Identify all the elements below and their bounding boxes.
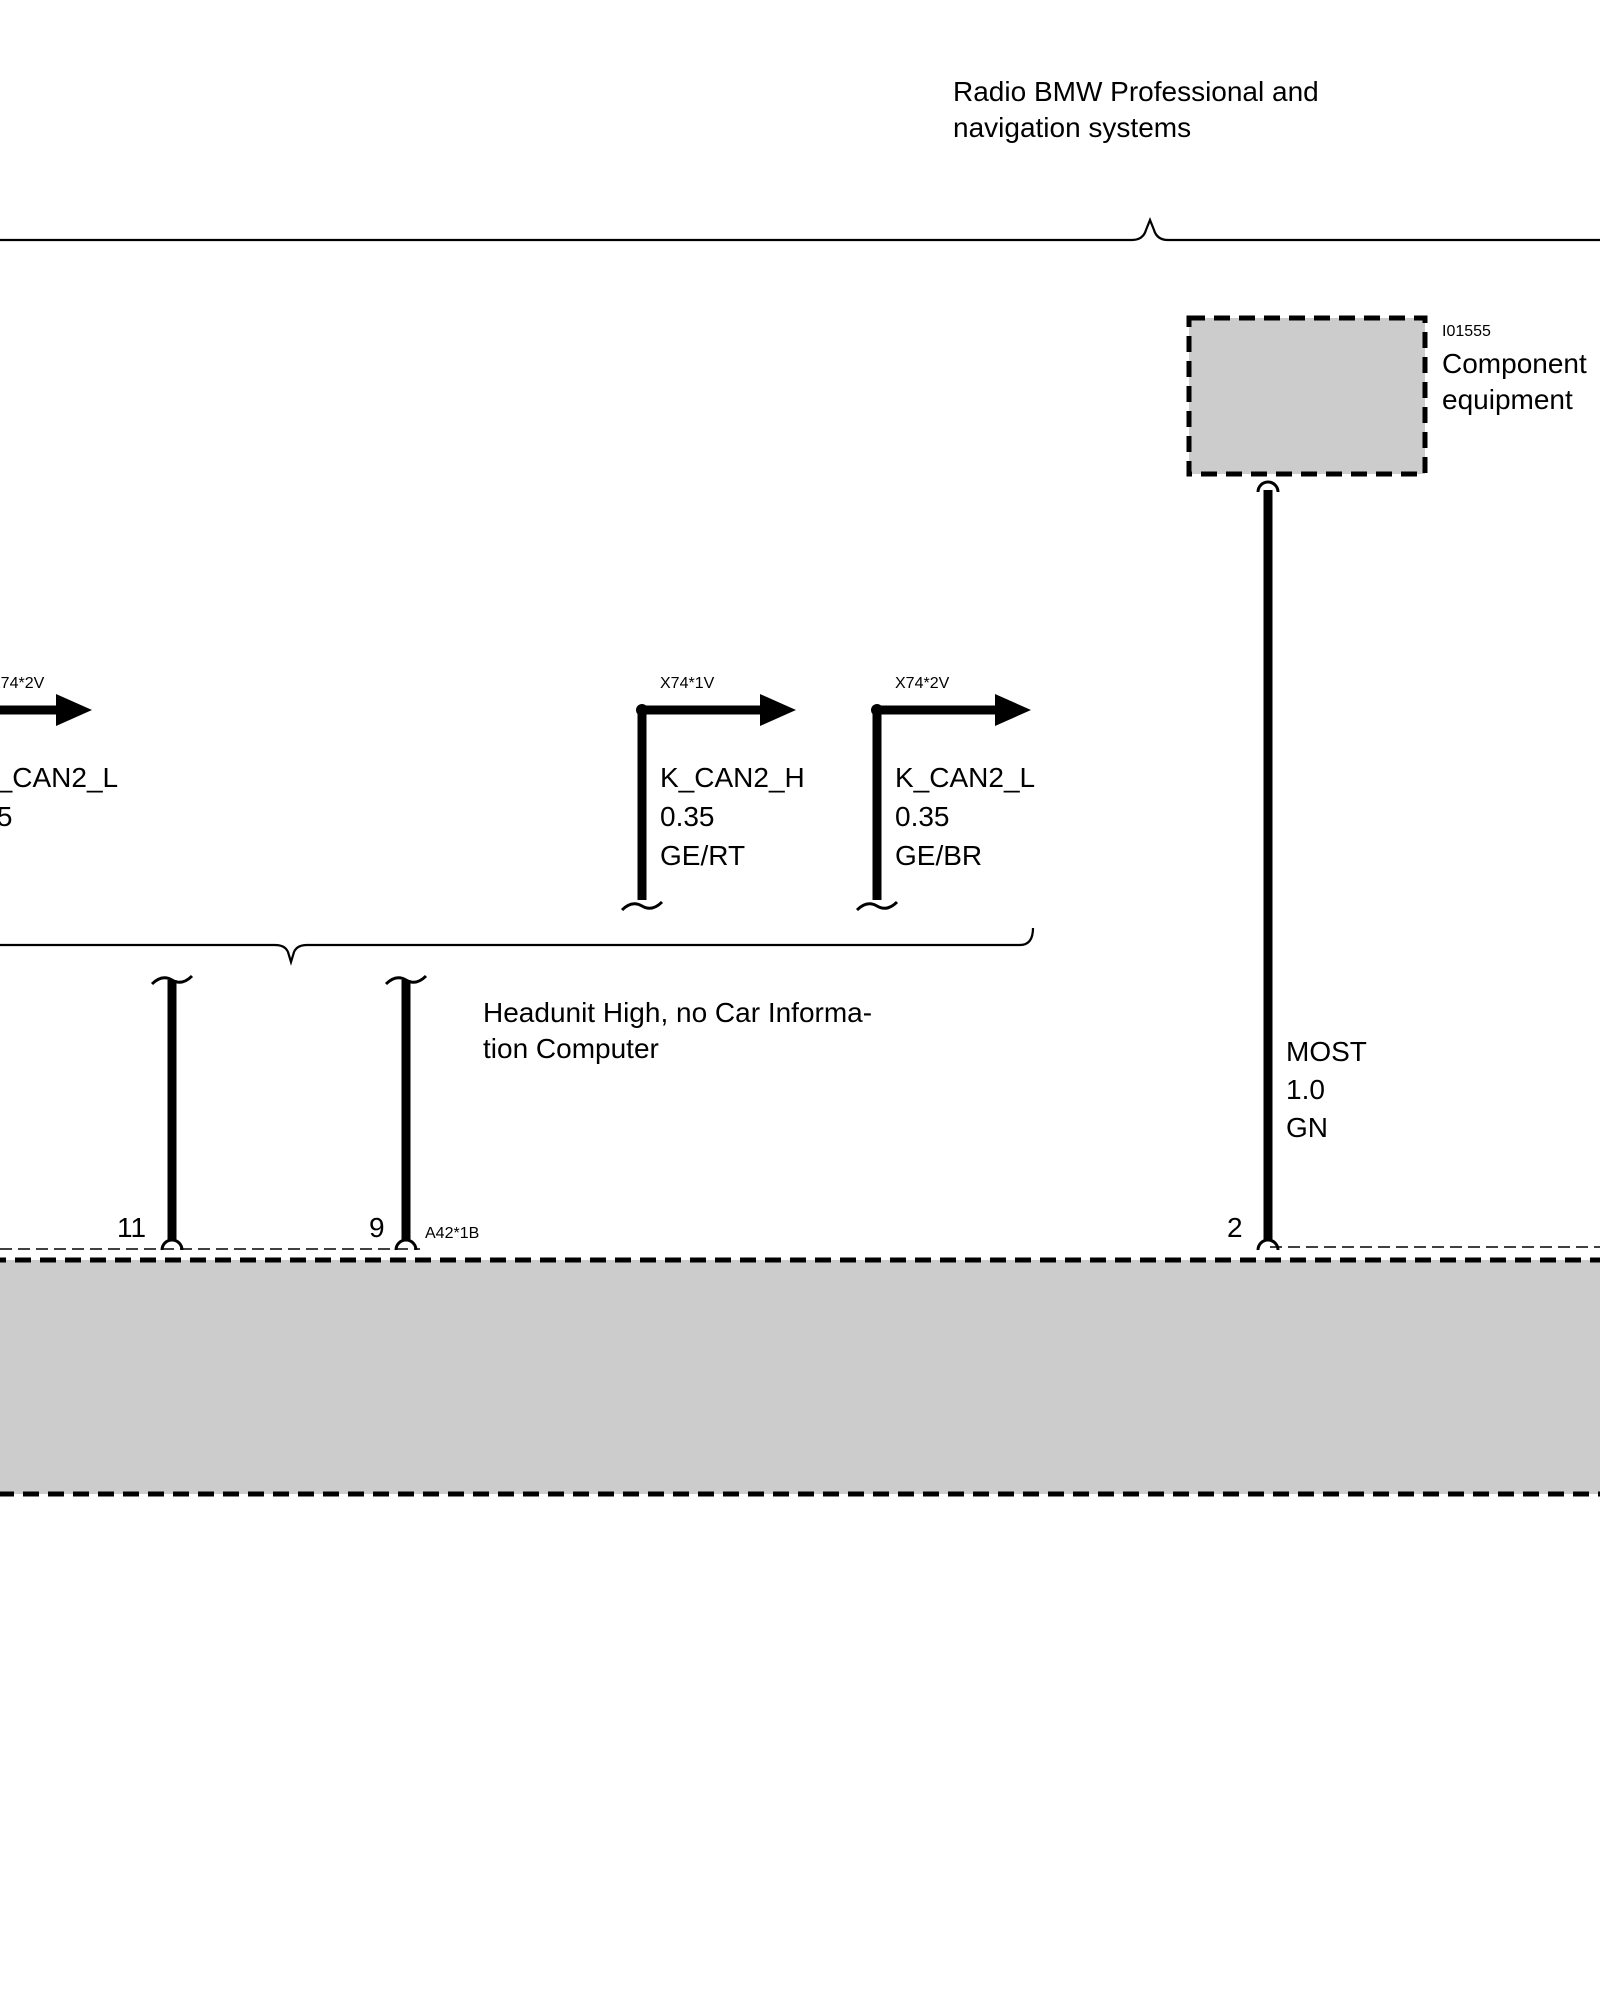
component-id: I01555 [1442, 323, 1491, 340]
wire-left-size: 0.35 [0, 801, 13, 832]
wire-right-color: GE/BR [895, 840, 982, 871]
wire-right-name: K_CAN2_L [895, 762, 1035, 793]
connector-mid-label: X74*1V [660, 675, 715, 692]
headunit-bracket [0, 927, 1035, 966]
wire-mid-size: 0.35 [660, 801, 715, 832]
group-bracket [0, 217, 1600, 242]
pin9-socket [394, 1238, 418, 1251]
component-box[interactable] [1186, 315, 1428, 477]
most-wire-color: GN [1286, 1112, 1328, 1143]
pin2-number: 2 [1227, 1212, 1243, 1243]
group-title-line2: navigation systems [953, 112, 1191, 143]
component-label-line2: equipment [1442, 384, 1573, 415]
connector-right-arrowhead [995, 694, 1031, 726]
wire-left-name: K_CAN2_L [0, 762, 118, 793]
connector-left-arrowhead [56, 694, 92, 726]
headunit-label-line2: tion Computer [483, 1033, 659, 1064]
connector-mid-arrowhead [760, 694, 796, 726]
pin11-socket [160, 1238, 184, 1251]
headunit-label-line1: Headunit High, no Car Informa- [483, 997, 872, 1028]
headunit-component-box[interactable] [0, 1257, 1600, 1497]
pin11-number: 11 [117, 1212, 146, 1243]
component-label-line1: Component [1442, 348, 1587, 379]
pin9-number: 9 [369, 1212, 385, 1243]
wire-mid-break [620, 900, 664, 912]
group-title-line1: Radio BMW Professional and [953, 76, 1319, 107]
most-wire-top-socket [1256, 480, 1280, 493]
connector-left-label: X74*2V [0, 675, 45, 692]
most-wire-size: 1.0 [1286, 1074, 1325, 1105]
wire-right-break [855, 900, 899, 912]
connector-right-label: X74*2V [895, 675, 950, 692]
main-connector-label: A42*1B [425, 1225, 479, 1242]
wire-mid-name: K_CAN2_H [660, 762, 805, 793]
most-wire-name: MOST [1286, 1036, 1367, 1067]
wire-right-size: 0.35 [895, 801, 950, 832]
most-wire-bottom-socket [1256, 1238, 1280, 1251]
wire-mid-color: GE/RT [660, 840, 745, 871]
